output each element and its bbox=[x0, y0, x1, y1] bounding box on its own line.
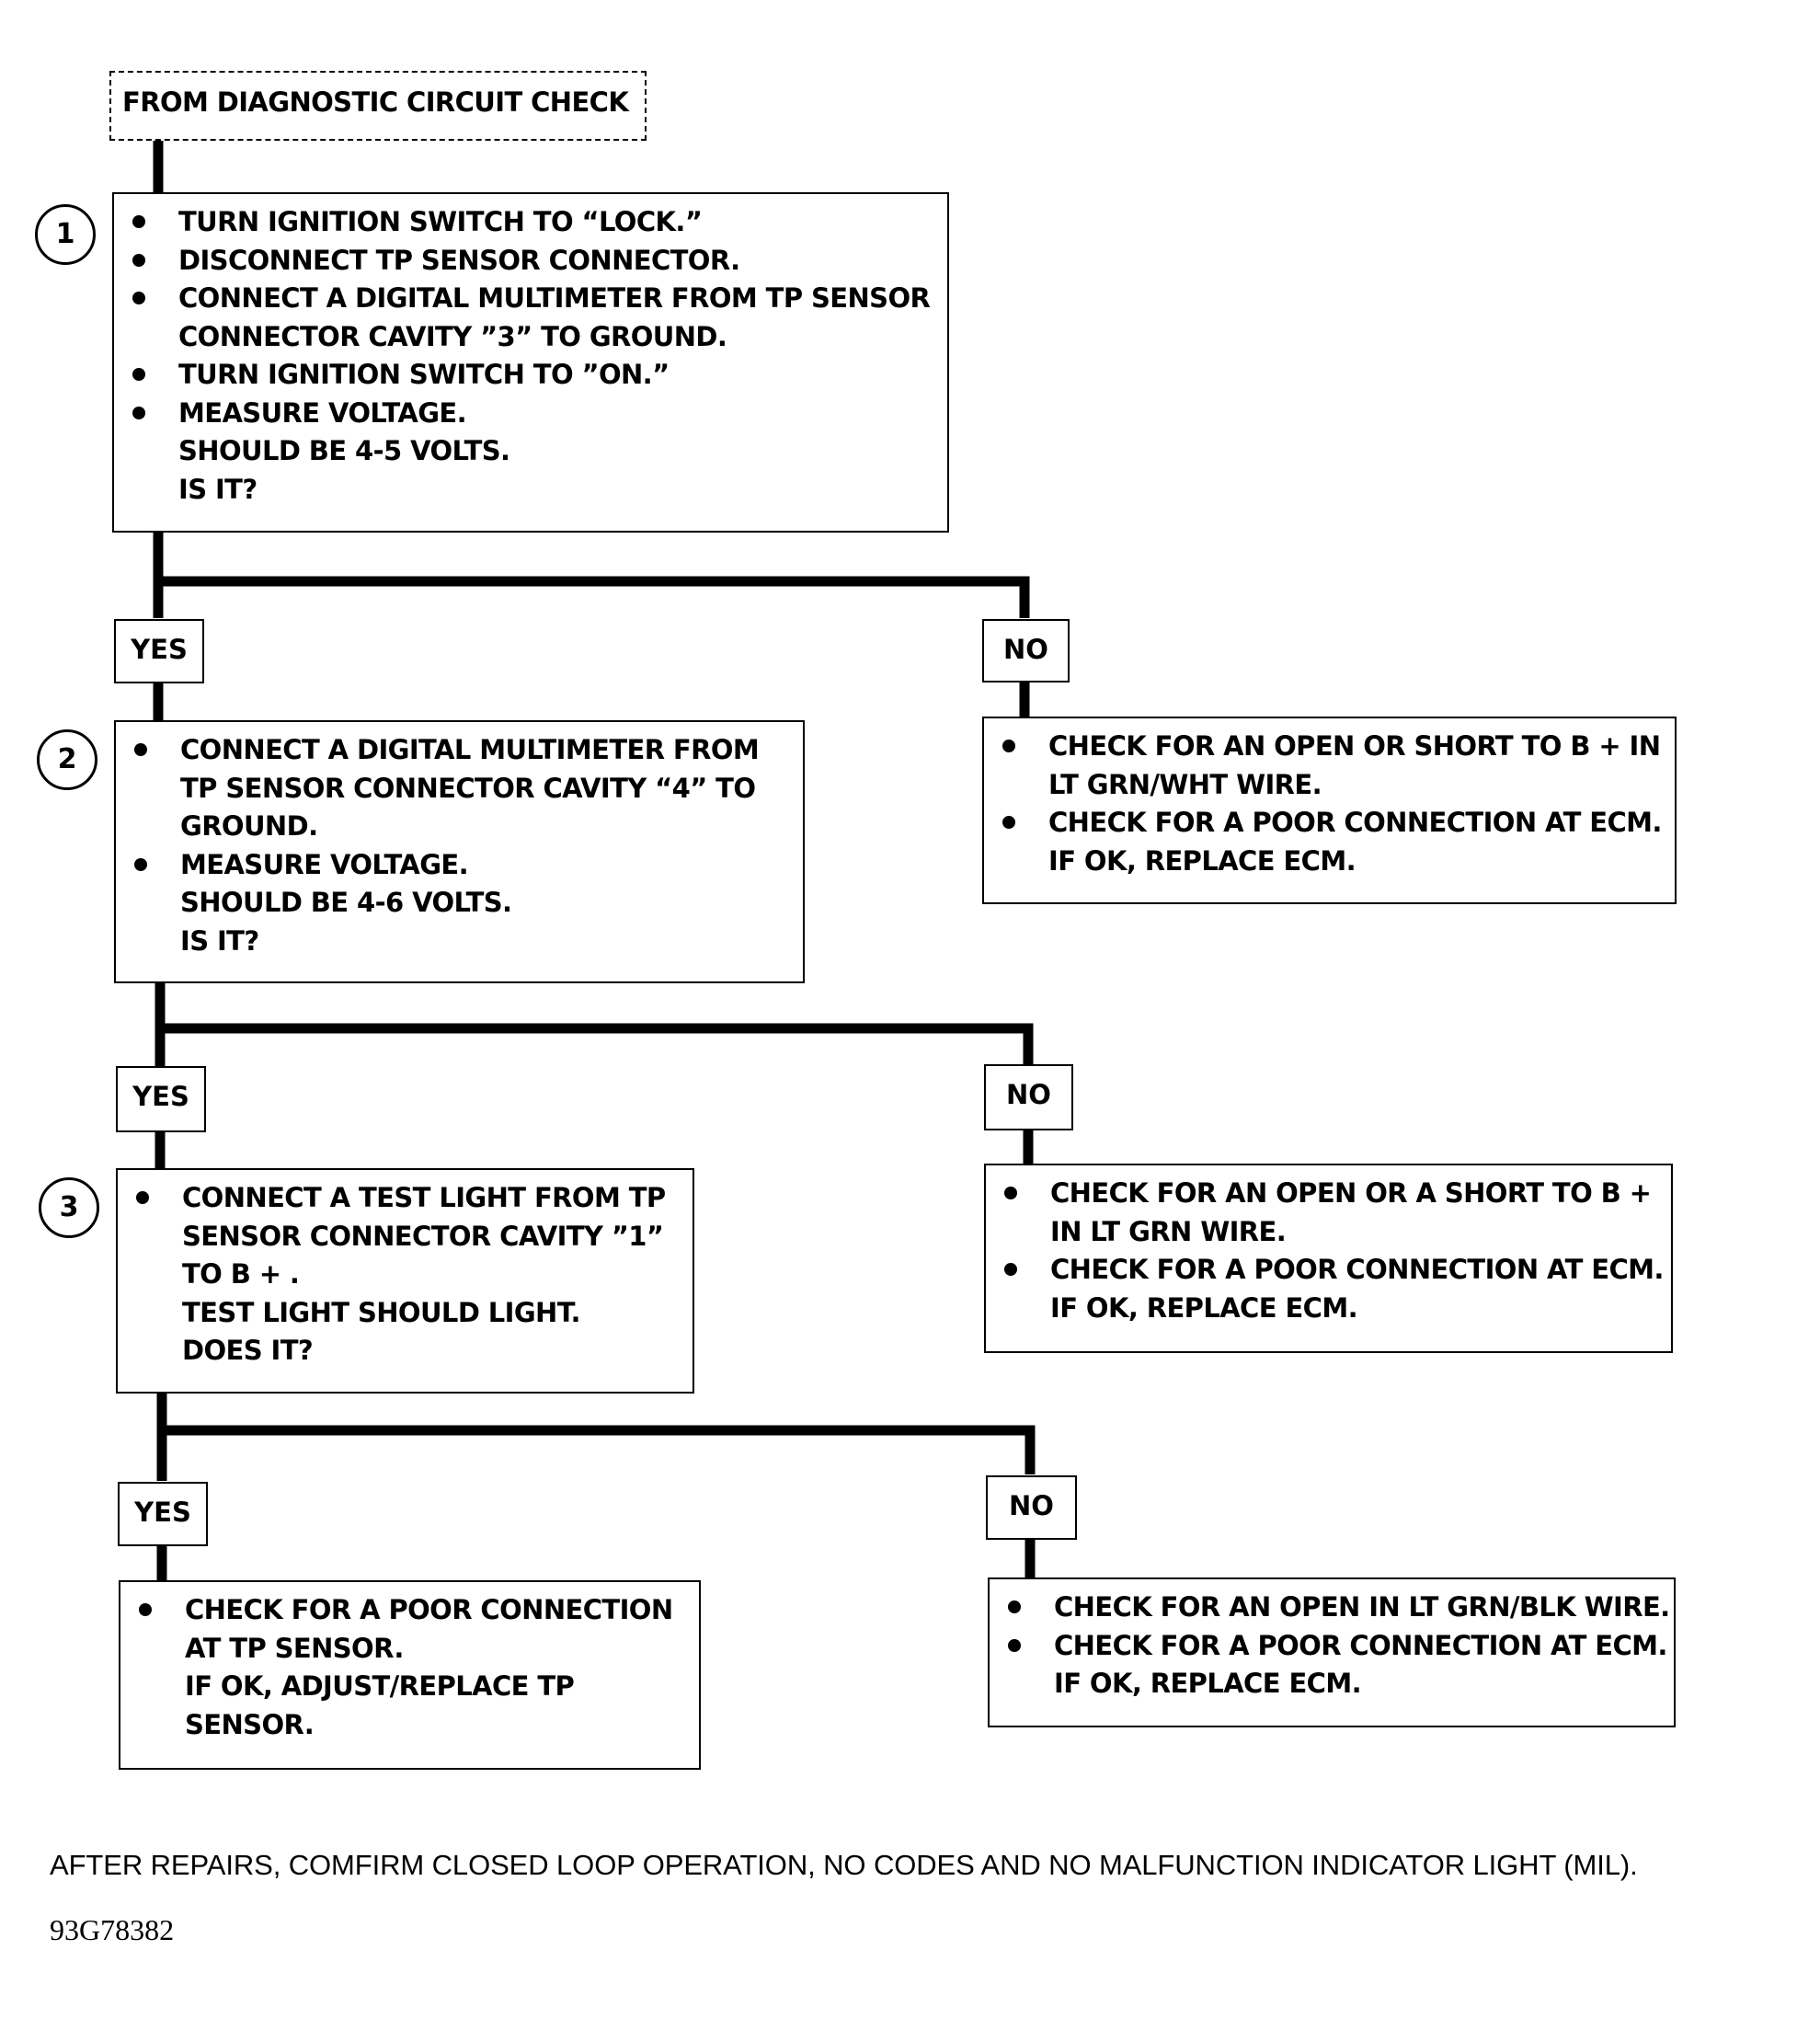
step-3-number: 3 bbox=[39, 1177, 99, 1238]
step-1-line: TURN IGNITION SWITCH TO “LOCK.” bbox=[127, 203, 934, 242]
step-1-line: CONNECT A DIGITAL MULTIMETER FROM TP SEN… bbox=[127, 280, 934, 318]
step-1-line: DISCONNECT TP SENSOR CONNECTOR. bbox=[127, 242, 934, 281]
action-line: CHECK FOR A POOR CONNECTION AT ECM. bbox=[999, 1251, 1664, 1290]
step-2-line: TP SENSOR CONNECTOR CAVITY “4” TO bbox=[180, 772, 756, 804]
step-1-number: 1 bbox=[35, 204, 96, 265]
step-2-no-label: NO bbox=[984, 1064, 1073, 1130]
step-2-line: CONNECT A DIGITAL MULTIMETER FROM bbox=[129, 731, 790, 770]
action-line: IN LT GRN WIRE. bbox=[1050, 1215, 1287, 1247]
action-line: AT TP SENSOR. bbox=[185, 1632, 404, 1664]
start-box: FROM DIAGNOSTIC CIRCUIT CHECK bbox=[109, 71, 647, 141]
step-1-yes-label: YES bbox=[114, 619, 204, 683]
action-line: IF OK, ADJUST/REPLACE TP bbox=[185, 1670, 575, 1702]
step-1-line: MEASURE VOLTAGE. bbox=[127, 395, 934, 433]
step-2-no-action-box: CHECK FOR AN OPEN OR A SHORT TO B + IN L… bbox=[984, 1164, 1673, 1353]
action-line: CHECK FOR AN OPEN IN LT GRN/BLK WIRE. bbox=[1002, 1589, 1670, 1627]
step-1-line: CONNECTOR CAVITY ”3” TO GROUND. bbox=[178, 320, 727, 352]
step-2-number: 2 bbox=[37, 729, 97, 790]
action-line: CHECK FOR AN OPEN OR SHORT TO B + IN bbox=[997, 728, 1662, 766]
step-1-line: SHOULD BE 4-5 VOLTS. bbox=[178, 435, 510, 466]
step-2-yes-label: YES bbox=[116, 1066, 206, 1132]
action-line: LT GRN/WHT WIRE. bbox=[1048, 768, 1322, 800]
step-2-line: MEASURE VOLTAGE. bbox=[129, 846, 790, 885]
step-3-no-action-box: CHECK FOR AN OPEN IN LT GRN/BLK WIRE. CH… bbox=[988, 1577, 1676, 1727]
step-1-no-label: NO bbox=[982, 619, 1070, 683]
step-3-no-label: NO bbox=[986, 1475, 1077, 1540]
step-3-line: SENSOR CONNECTOR CAVITY ”1” bbox=[182, 1220, 664, 1252]
action-line: IF OK, REPLACE ECM. bbox=[1048, 844, 1356, 877]
action-line: IF OK, REPLACE ECM. bbox=[1054, 1668, 1362, 1699]
step-3-line: TO B + . bbox=[182, 1258, 300, 1290]
start-label: FROM DIAGNOSTIC CIRCUIT CHECK bbox=[122, 86, 629, 118]
action-line: IF OK, REPLACE ECM. bbox=[1050, 1291, 1358, 1324]
step-3-yes-action-box: CHECK FOR A POOR CONNECTION AT TP SENSOR… bbox=[119, 1580, 701, 1770]
action-line: SENSOR. bbox=[185, 1708, 315, 1740]
step-3-line: CONNECT A TEST LIGHT FROM TP bbox=[131, 1179, 680, 1218]
step-2-line: IS IT? bbox=[180, 924, 259, 957]
step-1-no-action-box: CHECK FOR AN OPEN OR SHORT TO B + IN LT … bbox=[982, 717, 1677, 904]
step-2-box: CONNECT A DIGITAL MULTIMETER FROM TP SEN… bbox=[114, 720, 805, 983]
after-repairs-note: AFTER REPAIRS, COMFIRM CLOSED LOOP OPERA… bbox=[50, 1849, 1638, 1881]
step-2-line: GROUND. bbox=[180, 810, 318, 842]
step-3-line: TEST LIGHT SHOULD LIGHT. bbox=[182, 1296, 581, 1328]
figure-code: 93G78382 bbox=[50, 1913, 175, 1946]
action-line: CHECK FOR A POOR CONNECTION AT ECM. bbox=[1002, 1627, 1667, 1666]
step-1-line: TURN IGNITION SWITCH TO ”ON.” bbox=[127, 356, 934, 395]
step-2-line: SHOULD BE 4-6 VOLTS. bbox=[180, 887, 512, 918]
step-1-line: IS IT? bbox=[178, 473, 258, 505]
action-line: CHECK FOR A POOR CONNECTION AT ECM. bbox=[997, 804, 1662, 843]
action-line: CHECK FOR AN OPEN OR A SHORT TO B + bbox=[999, 1175, 1658, 1213]
step-3-line: DOES IT? bbox=[182, 1335, 314, 1366]
step-3-yes-label: YES bbox=[118, 1482, 208, 1546]
step-3-box: CONNECT A TEST LIGHT FROM TP SENSOR CONN… bbox=[116, 1168, 694, 1394]
action-line: CHECK FOR A POOR CONNECTION bbox=[133, 1591, 686, 1630]
step-1-box: TURN IGNITION SWITCH TO “LOCK.” DISCONNE… bbox=[112, 192, 949, 533]
